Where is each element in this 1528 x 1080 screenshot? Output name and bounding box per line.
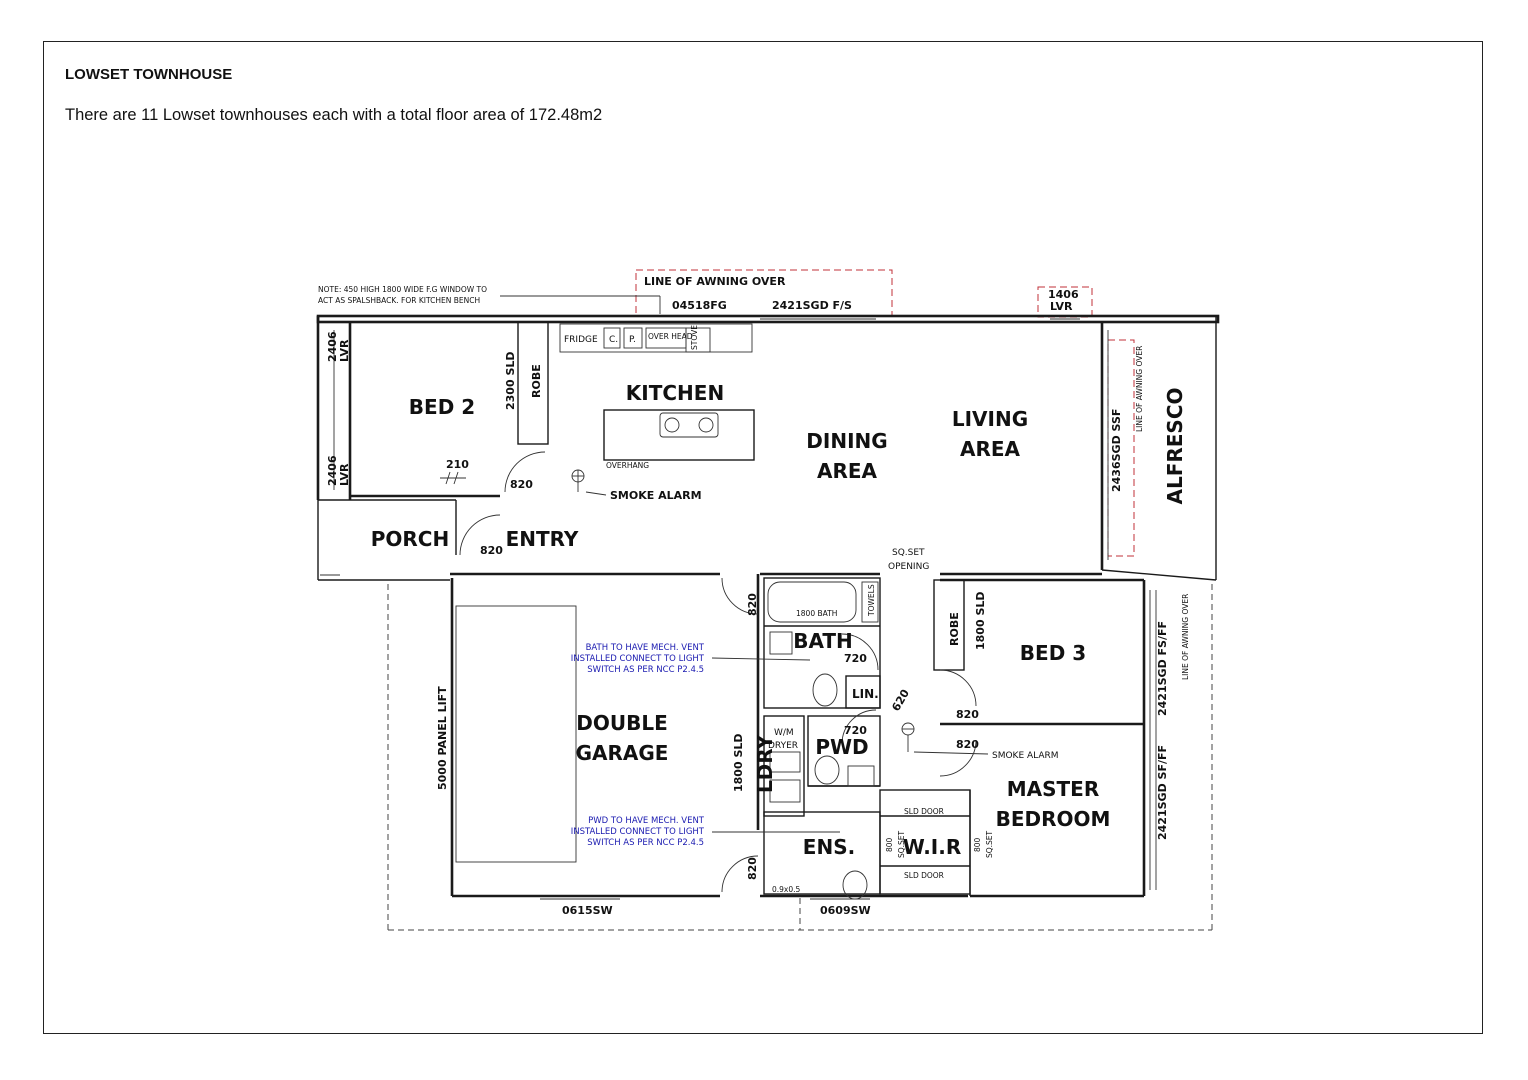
window-2421sgd-fs: 2421SGD F/S xyxy=(772,299,852,312)
room-garage-line2: GARAGE xyxy=(576,741,669,765)
dim-09x05-label: 0.9x0.5 xyxy=(772,885,801,894)
bathroom-fixtures xyxy=(767,581,879,900)
sqset-800-left-line1: 800 xyxy=(885,837,894,852)
dim-210-label: 210 xyxy=(446,458,469,471)
window-2421sgd-fsff: 2421SGD FS/FF xyxy=(1156,621,1169,716)
smoke-alarm-label-1: SMOKE ALARM xyxy=(610,489,702,502)
room-alfresco: ALFRESCO xyxy=(1163,387,1187,504)
window-0615sw: 0615SW xyxy=(562,904,613,917)
bath-vent-note-line2: INSTALLED CONNECT TO LIGHT xyxy=(571,654,705,664)
sld-1800-bed3-label: 1800 SLD xyxy=(974,591,987,650)
door-820-bed2: 820 xyxy=(510,478,533,491)
sld-door-top-label: SLD DOOR xyxy=(904,807,944,816)
window-04518fg: 04518FG xyxy=(672,299,727,312)
leader-lines xyxy=(500,295,840,833)
bath-vent-note-line1: BATH TO HAVE MECH. VENT xyxy=(586,643,705,653)
window-2421sgd-sfff: 2421SGD SF/FF xyxy=(1156,745,1169,840)
pwd-vent-note-line2: INSTALLED CONNECT TO LIGHT xyxy=(571,827,705,837)
room-porch: PORCH xyxy=(371,527,449,551)
awning-label-right2: LINE OF AWNING OVER xyxy=(1181,594,1190,680)
sld-1800-ldry-label: 1800 SLD xyxy=(732,733,745,792)
door-720-bath: 720 xyxy=(844,652,867,665)
overhead-label: OVER HEAD xyxy=(648,332,693,341)
room-ens: ENS. xyxy=(803,835,855,859)
kitchen-window-note-line1: NOTE: 450 HIGH 1800 WIDE F.G WINDOW TO xyxy=(318,285,487,294)
room-wir: W.I.R xyxy=(903,835,961,859)
panel-lift-label: 5000 PANEL LIFT xyxy=(436,686,449,790)
towels-label: TOWELS xyxy=(867,584,876,617)
robe-bed3-label: ROBE xyxy=(948,612,961,646)
kitchen-window-note-line2: ACT AS SPALSHBACK. FOR KITCHEN BENCH xyxy=(318,296,480,305)
dimension-mark-210 xyxy=(440,471,466,485)
smoke-alarm-label-2: SMOKE ALARM xyxy=(992,751,1059,761)
awning-label-right: LINE OF AWNING OVER xyxy=(1135,346,1144,432)
room-dining-line1: DINING xyxy=(806,429,887,453)
room-bed2: BED 2 xyxy=(409,395,475,419)
kitchen-joinery xyxy=(559,323,755,461)
room-dining-line2: AREA xyxy=(817,459,878,483)
bath-vent-note-line3: SWITCH AS PER NCC P2.4.5 xyxy=(587,665,704,675)
internal-walls xyxy=(517,321,1144,896)
sqset-opening-line2: OPENING xyxy=(888,562,929,572)
window-1406-line2: LVR xyxy=(1050,300,1073,313)
room-living-line2: AREA xyxy=(960,437,1021,461)
smoke-alarm-icon xyxy=(571,469,607,496)
room-lin: LIN. xyxy=(852,687,879,701)
sqset-800-right-line1: 800 xyxy=(973,837,982,852)
page-frame xyxy=(43,41,1483,1034)
door-620-lin: 620 xyxy=(889,687,912,714)
window-2436sgd: 2436SGD SSF xyxy=(1110,409,1123,492)
room-entry: ENTRY xyxy=(506,527,579,551)
room-living-line1: LIVING xyxy=(952,407,1028,431)
cupboard-c-label: C. xyxy=(609,335,618,345)
room-bath: BATH xyxy=(793,629,853,653)
pantry-p-label: P. xyxy=(629,335,636,345)
window-2406-top-line1: 2406 xyxy=(326,331,339,362)
window-2406-bot-line2: LVR xyxy=(338,463,351,486)
room-master-line1: MASTER xyxy=(1007,777,1100,801)
room-ldry: LDRY xyxy=(753,734,777,793)
page-description: There are 11 Lowset townhouses each with… xyxy=(65,106,603,124)
stove-label: STOVE xyxy=(690,325,699,350)
windows xyxy=(320,318,1157,900)
garage-car-space xyxy=(455,605,577,863)
smoke-alarm-icon xyxy=(901,722,989,755)
fridge-label: FRIDGE xyxy=(564,335,598,345)
sqset-800-right-line2: SQ.SET xyxy=(985,830,994,858)
room-bed3: BED 3 xyxy=(1020,641,1086,665)
page-title: LOWSET TOWNHOUSE xyxy=(65,66,233,83)
room-pwd: PWD xyxy=(815,735,868,759)
window-2406-top-line2: LVR xyxy=(338,339,351,362)
door-820-master: 820 xyxy=(956,738,979,751)
awning-label-top: LINE OF AWNING OVER xyxy=(644,275,786,288)
pwd-vent-note-line3: SWITCH AS PER NCC P2.4.5 xyxy=(587,838,704,848)
window-0609sw: 0609SW xyxy=(820,904,871,917)
wm-dryer-line2: DRYER xyxy=(768,741,798,751)
sld-2300-label: 2300 SLD xyxy=(504,351,517,410)
door-820-garage-bot: 820 xyxy=(746,857,759,880)
overhang-label: OVERHANG xyxy=(606,461,649,470)
door-820-bed3: 820 xyxy=(956,708,979,721)
external-walls xyxy=(316,314,1220,898)
window-2406-bot-line1: 2406 xyxy=(326,455,339,486)
pwd-vent-note-line1: PWD TO HAVE MECH. VENT xyxy=(588,816,705,826)
door-820-garage-top: 820 xyxy=(746,593,759,616)
room-kitchen: KITCHEN xyxy=(626,381,724,405)
room-garage-line1: DOUBLE xyxy=(576,711,668,735)
room-master-line2: BEDROOM xyxy=(996,807,1111,831)
sqset-800-left-line2: SQ.SET xyxy=(897,830,906,858)
door-swings xyxy=(459,451,977,893)
door-820-entry: 820 xyxy=(480,544,503,557)
dashed-outlines xyxy=(387,584,1213,931)
wm-dryer-line1: W/M xyxy=(774,728,794,738)
door-720-pwd: 720 xyxy=(844,724,867,737)
window-1406-line1: 1406 xyxy=(1048,288,1079,301)
robe-bed2-label: ROBE xyxy=(530,364,543,398)
sqset-opening-line1: SQ.SET xyxy=(892,548,925,558)
sld-door-bot-label: SLD DOOR xyxy=(904,871,944,880)
bath-1800-label: 1800 BATH xyxy=(796,609,837,618)
